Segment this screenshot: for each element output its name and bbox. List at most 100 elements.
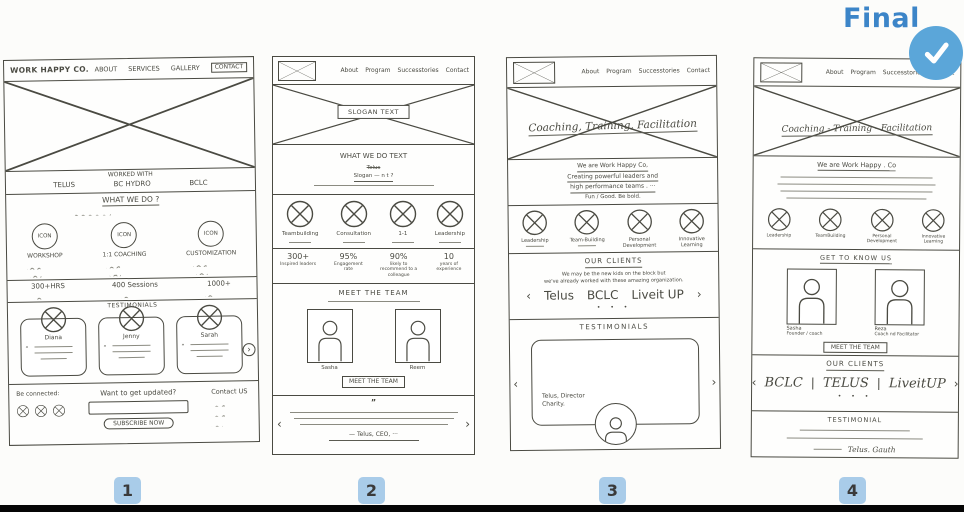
wf1-partner-bclc: BCLC — [189, 178, 208, 188]
wf2-note-strikethrough: Telus — [366, 164, 381, 171]
wf4-testimonial-heading: TESTIMONIAL — [827, 415, 883, 425]
wf4-client-carousel: ‹ BCLC | TELUS | LiveitUP › — [752, 375, 959, 391]
wf3-service: Personal Development — [613, 208, 666, 252]
wf1-nav-contact: CONTACT — [210, 62, 248, 73]
testimonial-text: Telus, Director Charity. — [542, 392, 585, 409]
wf4-service: TeamBuilding — [805, 208, 857, 249]
social-x-icon — [35, 404, 47, 417]
person-icon — [798, 278, 825, 324]
icon-placeholder-label: ICON — [117, 231, 132, 238]
wf2-nav-successtories: Successtories — [397, 66, 439, 74]
quote-line — [40, 357, 67, 359]
wf4-clients: OUR CLIENTS ‹ BCLC | TELUS | LiveitUP › … — [752, 354, 959, 412]
wf2-service-label: Consultation — [336, 231, 372, 237]
placeholder-squiggle — [196, 266, 226, 274]
wf2-nav-contact: Contact — [445, 66, 469, 74]
final-label: Final — [843, 3, 920, 34]
open-quote-icon: “ — [181, 343, 185, 351]
placeholder-line — [780, 176, 933, 179]
testimonial-name: Diana — [44, 334, 63, 342]
wf3-client-bclc: BCLC — [586, 287, 619, 303]
icon-placeholder-label: ICON — [203, 230, 218, 237]
wf3-clients-heading: OUR CLIENTS — [584, 256, 643, 269]
wf4-service: Personal Development — [856, 208, 908, 249]
circle-x-icon — [767, 208, 791, 231]
quote-line — [799, 429, 910, 432]
step-badge-2: 2 — [358, 477, 385, 504]
wf2-note-slogan: Slogan — n t ? — [353, 173, 394, 182]
wf2-service: Consultation — [336, 200, 371, 248]
wf4-team-role: Founder / coach — [786, 331, 823, 337]
separator: | — [810, 375, 815, 390]
wf2-team-photos: Sasha Reem — [306, 308, 441, 372]
photo-placeholder — [394, 308, 441, 363]
approved-check-badge — [909, 26, 963, 80]
placeholder-squiggle — [30, 269, 60, 277]
circle-x-icon — [436, 200, 464, 228]
wf1-service-coaching: ICON 1:1 COACHING — [102, 221, 147, 279]
wf1-services: ICON WORKSHOP ICON 1:1 COACHING ICON CUS… — [6, 215, 257, 281]
wf1-footer-connect: Be connected: — [16, 390, 66, 441]
placeholder-squiggle — [110, 267, 140, 275]
wf1-what-we-do-heading: WHAT WE DO ? — [102, 194, 160, 207]
wf2-team-heading: MEET THE TEAM — [338, 289, 409, 297]
wf1-testimonials: TESTIMONIALS Diana “ Jenny “ Sarah “ — [7, 299, 259, 385]
wf2-team-name: Sasha — [321, 364, 338, 371]
placeholder-squiggle — [71, 206, 191, 216]
wf4-service-label: Innovative Learning — [921, 234, 946, 245]
wf2-team: MEET THE TEAM Sasha Reem MEET THE TEAM — [273, 284, 474, 396]
wf3-service-label: Personal Development — [622, 236, 657, 249]
wf3-about-line: We are Work Happy Co, — [577, 161, 649, 172]
wf1-nav-gallery: GALLERY — [170, 63, 200, 73]
wf1-connect-label: Be connected: — [16, 390, 60, 398]
circle-x-icon — [522, 210, 548, 236]
carousel-dots: • • • — [837, 392, 873, 400]
circle-x-icon — [287, 200, 314, 228]
carousel-prev-icon: ‹ — [513, 377, 519, 392]
wf1-partner-bchydro: BC HYDRO — [113, 179, 151, 189]
image-x-icon — [514, 62, 555, 83]
wf2-slogan-box: SLOGAN TEXT — [337, 104, 410, 119]
icon-placeholder-label: ICON — [37, 232, 52, 240]
placeholder-squiggle — [34, 291, 62, 299]
quote-line — [289, 412, 458, 413]
testimonial-text-line: Charity. — [542, 400, 565, 408]
circle-x-icon — [679, 208, 704, 234]
wf1-service-label: 1:1 COACHING — [102, 250, 147, 259]
wf3-service-label: Team-Building — [569, 237, 605, 244]
carousel-next-icon: › — [696, 286, 702, 301]
wf3-hero-image-placeholder: Coaching, Training, Facilitation — [507, 85, 718, 161]
wf1-service-label: CUSTOMIZATION — [186, 249, 237, 258]
photo-placeholder — [786, 268, 837, 325]
quote-line — [196, 355, 223, 357]
icon-placeholder-circle: ICON — [31, 223, 58, 250]
icon-placeholder-circle: ICON — [197, 220, 225, 247]
logo-placeholder — [512, 61, 556, 84]
wf3-clients-text: we've already worked with these amazing … — [544, 277, 684, 285]
close-quote-icon: ” — [370, 398, 377, 407]
testimonial-text-line: Telus, Director — [541, 392, 585, 400]
circle-x-icon — [819, 208, 842, 232]
chevron-right-glyph: › — [247, 344, 251, 355]
wf4-quote-attribution-row: Telus. Gauth — [813, 445, 896, 454]
carousel-prev-icon: ‹ — [277, 417, 282, 431]
wf3-testimonials-heading: TESTIMONIALS — [579, 322, 650, 332]
wf1-stat-value: 400 Sessions — [111, 280, 158, 290]
carousel-next-icon: › — [242, 343, 256, 357]
wf3-nav-contact: Contact — [686, 66, 711, 74]
wf3-testimonials: TESTIMONIALS Telus, Director Charity. ‹ … — [510, 318, 720, 450]
wf2-nav-about: About — [340, 66, 359, 74]
carousel-next-icon: › — [465, 417, 470, 431]
open-quote-icon: “ — [103, 344, 107, 352]
placeholder-line — [526, 245, 545, 247]
wf2-stat-label: years of experience — [436, 262, 462, 273]
wf4-service-label: TeamBuilding — [815, 233, 846, 239]
wf1-brand: WORK HAPPY CO. — [10, 64, 89, 76]
avatar-x-icon — [119, 305, 145, 332]
wf3-nav-successtories: Successtories — [638, 67, 680, 75]
person-icon — [886, 280, 913, 325]
placeholder-line — [289, 241, 312, 243]
wf1-contact-label: Contact US — [211, 387, 248, 396]
placeholder-line — [391, 241, 414, 243]
wf3-services: Leadership Team-Building Personal Develo… — [508, 203, 718, 255]
